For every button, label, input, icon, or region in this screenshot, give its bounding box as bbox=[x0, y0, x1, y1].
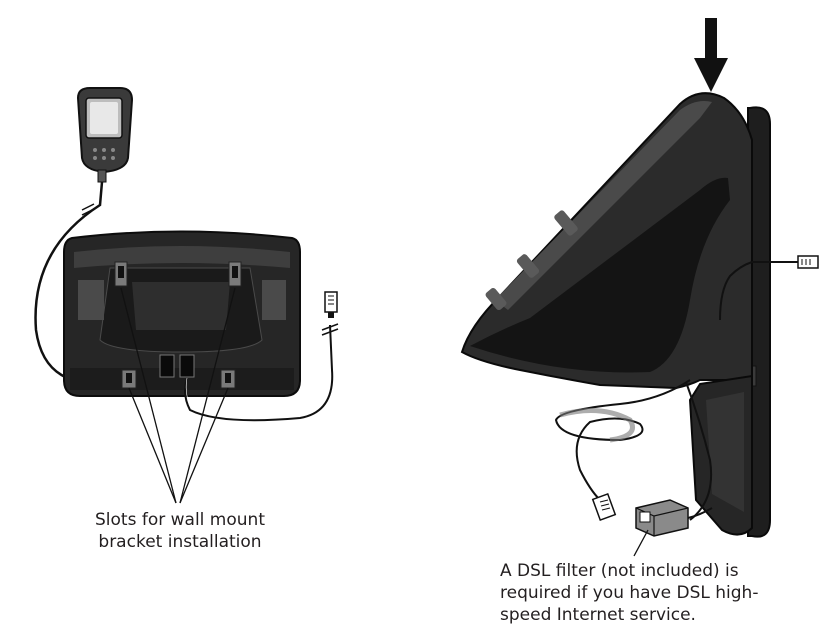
handset-icon bbox=[76, 87, 134, 183]
lower-right-slot bbox=[220, 369, 236, 389]
caption-line: bracket installation bbox=[98, 532, 262, 552]
base-side-view bbox=[460, 18, 819, 557]
telephone-plug-icon bbox=[324, 291, 338, 318]
upper-right-slot bbox=[228, 261, 242, 287]
caption-line: Slots for wall mount bbox=[95, 510, 265, 530]
wall-mount-slots-caption: Slots for wall mount bracket installatio… bbox=[70, 509, 290, 553]
lower-left-slot bbox=[121, 369, 137, 389]
telephone-plug-icon bbox=[797, 255, 819, 269]
dsl-callout-leader bbox=[633, 529, 649, 557]
caption-line: speed Internet service. bbox=[500, 605, 696, 625]
caption-line: required if you have DSL high- bbox=[500, 583, 759, 603]
dsl-filter-caption: A DSL filter (not included) is required … bbox=[500, 560, 800, 626]
caption-line: A DSL filter (not included) is bbox=[500, 561, 739, 581]
telephone-plug-icon bbox=[591, 492, 617, 522]
callout-leader-lines bbox=[120, 287, 236, 504]
down-arrow-icon bbox=[694, 18, 728, 92]
upper-left-slot bbox=[114, 261, 128, 287]
dsl-filter-icon bbox=[635, 499, 713, 537]
base-back-view bbox=[34, 87, 339, 504]
